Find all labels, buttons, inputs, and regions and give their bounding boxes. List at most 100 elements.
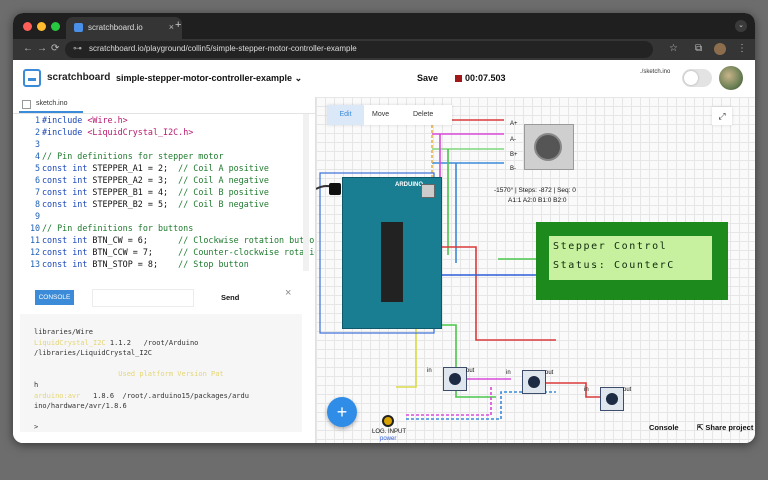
code-editor[interactable]: 1#include <Wire.h>2#include <LiquidCryst… (13, 114, 315, 271)
code-token: <LiquidCrystal_I2C.h> (87, 127, 194, 137)
console-token: h (34, 381, 39, 389)
stepper-motor[interactable] (524, 124, 574, 170)
close-window-button[interactable] (23, 22, 32, 31)
console-token: Used platform Version Pat (34, 370, 224, 379)
tab-search-icon[interactable]: ⌄ (735, 20, 747, 32)
wire-btn1[interactable] (355, 317, 496, 398)
line-number: 5 (34, 163, 40, 173)
forward-icon[interactable]: → (37, 43, 47, 54)
app-header: scratchboard simple-stepper-motor-contro… (13, 60, 755, 98)
project-name-dropdown[interactable]: simple-stepper-motor-controller-example … (116, 73, 302, 84)
maximize-window-button[interactable] (51, 22, 60, 31)
console-input[interactable] (92, 289, 194, 307)
save-button[interactable]: Save (417, 73, 439, 83)
bookmark-star-icon[interactable]: ☆ (669, 43, 678, 54)
editor-scrollbar[interactable] (303, 114, 309, 271)
sketch-toggle[interactable] (682, 69, 712, 87)
avatar[interactable] (719, 66, 743, 90)
logo-text[interactable]: scratchboard (47, 72, 111, 83)
browser-window: scratchboard.io × + ⌄ ← → ⟳ ⊶ scratchboa… (13, 13, 755, 443)
chevron-down-icon: ⌄ (294, 73, 303, 83)
arduino-chip (381, 222, 403, 302)
lcd-line-2: Status: CounterC (553, 260, 675, 271)
arduino-board[interactable]: ARDUINO (342, 177, 442, 329)
logic-input[interactable] (382, 415, 394, 427)
share-project-button[interactable]: ⇱ Share project (697, 423, 753, 432)
site-settings-icon[interactable]: ⊶ (73, 43, 82, 53)
profile-icon[interactable] (714, 43, 726, 55)
wire-btn-chain2[interactable] (546, 382, 601, 398)
tab-title: scratchboard.io (88, 23, 143, 32)
circuit-canvas[interactable]: Edit Move Delete ⤢ A+ A- B+ B- -1570° | … (316, 97, 755, 443)
pushbutton-ccw[interactable] (522, 370, 546, 394)
active-tab-underline (19, 111, 83, 113)
console-line: libraries/Wire (34, 328, 93, 336)
lcd-display[interactable]: Stepper Control Status: CounterC (536, 222, 728, 300)
send-button[interactable]: Send (221, 293, 240, 302)
arduino-label: ARDUINO (395, 182, 423, 188)
code-token: // Clockwise rotation button (178, 235, 315, 245)
file-tab-sketch[interactable]: sketch.ino (13, 97, 315, 114)
motor-pin-label: B- (510, 166, 516, 172)
new-tab-button[interactable]: + (175, 19, 182, 31)
favicon-icon (74, 23, 83, 32)
code-token: // Counter-clockwise rotation bu (178, 247, 315, 257)
pushbutton-stop[interactable] (600, 387, 624, 411)
code-token: BTN_STOP = 8; (87, 259, 179, 269)
line-number: 8 (34, 199, 40, 209)
close-tab-icon[interactable]: × (168, 22, 174, 32)
expand-icon[interactable]: ⤢ (712, 107, 732, 125)
scratchboard-logo-icon[interactable] (23, 69, 41, 87)
close-console-icon[interactable]: × (285, 287, 292, 299)
pushbutton-cw[interactable] (443, 367, 467, 391)
reset-button[interactable] (421, 184, 435, 198)
browser-tab[interactable]: scratchboard.io × (66, 17, 182, 39)
wire-logic[interactable] (406, 387, 492, 416)
code-token: STEPPER_B1 = 4; (87, 187, 179, 197)
console-toggle-button[interactable]: Console (649, 423, 679, 432)
url-text[interactable]: scratchboard.io/playground/collin5/simpl… (89, 44, 357, 53)
minimize-window-button[interactable] (37, 22, 46, 31)
address-bar[interactable]: ⊶ scratchboard.io/playground/collin5/sim… (65, 41, 653, 58)
extensions-icon[interactable]: ⧉ (695, 43, 703, 54)
button-out-label: out (466, 368, 475, 374)
move-tool[interactable]: Move (372, 111, 390, 118)
console-token: arduino:avr (34, 391, 81, 400)
line-number: 7 (34, 187, 40, 197)
console-line: /libraries/LiquidCrystal_I2C (34, 349, 152, 357)
console-token: ino/hardware/avr/1.8.6 (34, 402, 127, 411)
code-token: #include (42, 115, 88, 125)
console-tab[interactable]: CONSOLE (35, 290, 74, 305)
logic-input-sub: power (380, 436, 397, 442)
edit-tool[interactable]: Edit (327, 105, 364, 125)
code-text: // Pin definitions for stepper motor (42, 150, 224, 162)
back-icon[interactable]: ← (23, 43, 33, 54)
code-token: // Pin definitions for stepper motor (42, 151, 224, 161)
file-tab-label: sketch.ino (36, 100, 68, 107)
wire-btn3[interactable] (406, 391, 556, 420)
file-icon (22, 100, 31, 109)
wire-btn2[interactable] (396, 317, 417, 388)
reload-icon[interactable]: ⟳ (51, 43, 60, 54)
code-token: BTN_CW = 6; (87, 235, 179, 245)
lcd-screen: Stepper Control Status: CounterC (549, 236, 712, 280)
console-token: > (34, 423, 39, 432)
console-line: h (34, 381, 38, 389)
line-number: 12 (30, 247, 41, 257)
code-token: const int (42, 175, 88, 185)
motor-pin-states: A1:1 A2:0 B1:0 B2:0 (508, 197, 567, 204)
console-token: /libraries/LiquidCrystal_I2C (34, 349, 153, 358)
code-token: const int (42, 247, 88, 257)
delete-tool[interactable]: Delete (413, 111, 434, 118)
button-in-label: in (506, 370, 511, 376)
browser-menu-icon[interactable]: ⋮ (737, 43, 747, 54)
code-text: const int BTN_STOP = 8; // Stop button (42, 258, 249, 270)
console-line: LiquidCrystal_I2C 1.1.2 /root/Arduino (34, 339, 198, 347)
add-component-button[interactable]: + (327, 397, 357, 427)
share-icon: ⇱ (697, 423, 704, 432)
button-out-label: out (623, 387, 632, 393)
line-number: 2 (34, 127, 40, 137)
wire-sda[interactable] (426, 246, 556, 341)
motor-pin-label: A- (510, 137, 516, 143)
